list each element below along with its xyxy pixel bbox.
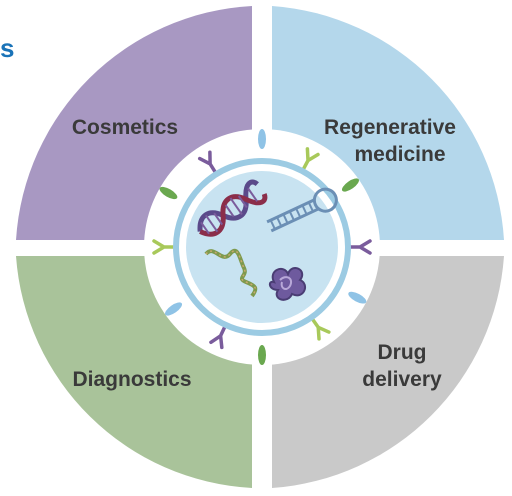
label-drug-line2: delivery — [362, 368, 442, 391]
surface-markers — [152, 129, 372, 365]
rna-hairpin-icon — [266, 187, 338, 233]
corner-text: s — [0, 33, 14, 63]
surface-ligand-icon — [165, 302, 183, 316]
surface-ligand-icon — [258, 129, 266, 149]
surface-ligand-icon — [258, 345, 266, 365]
surface-receptor-icon — [310, 317, 331, 341]
surface-ligand-icon — [348, 291, 367, 304]
label-regenerative-line2: medicine — [354, 143, 445, 166]
surface-receptor-icon — [152, 239, 176, 255]
surface-receptor-icon — [301, 147, 320, 172]
label-cosmetics: Cosmetics — [72, 116, 178, 139]
dna-double-helix-icon — [197, 179, 268, 237]
label-drug-line1: Drug — [378, 341, 427, 364]
single-strand-rna-icon — [204, 248, 258, 298]
surface-receptor-icon — [197, 150, 218, 175]
label-diagnostics: Diagnostics — [72, 368, 191, 391]
label-regenerative-line1: Regenerative — [324, 116, 456, 139]
surface-receptor-icon — [209, 324, 227, 350]
surface-receptor-icon — [348, 239, 372, 255]
protein-icon — [268, 267, 307, 301]
surface-ligand-icon — [159, 186, 178, 200]
surface-ligand-icon — [341, 178, 359, 192]
